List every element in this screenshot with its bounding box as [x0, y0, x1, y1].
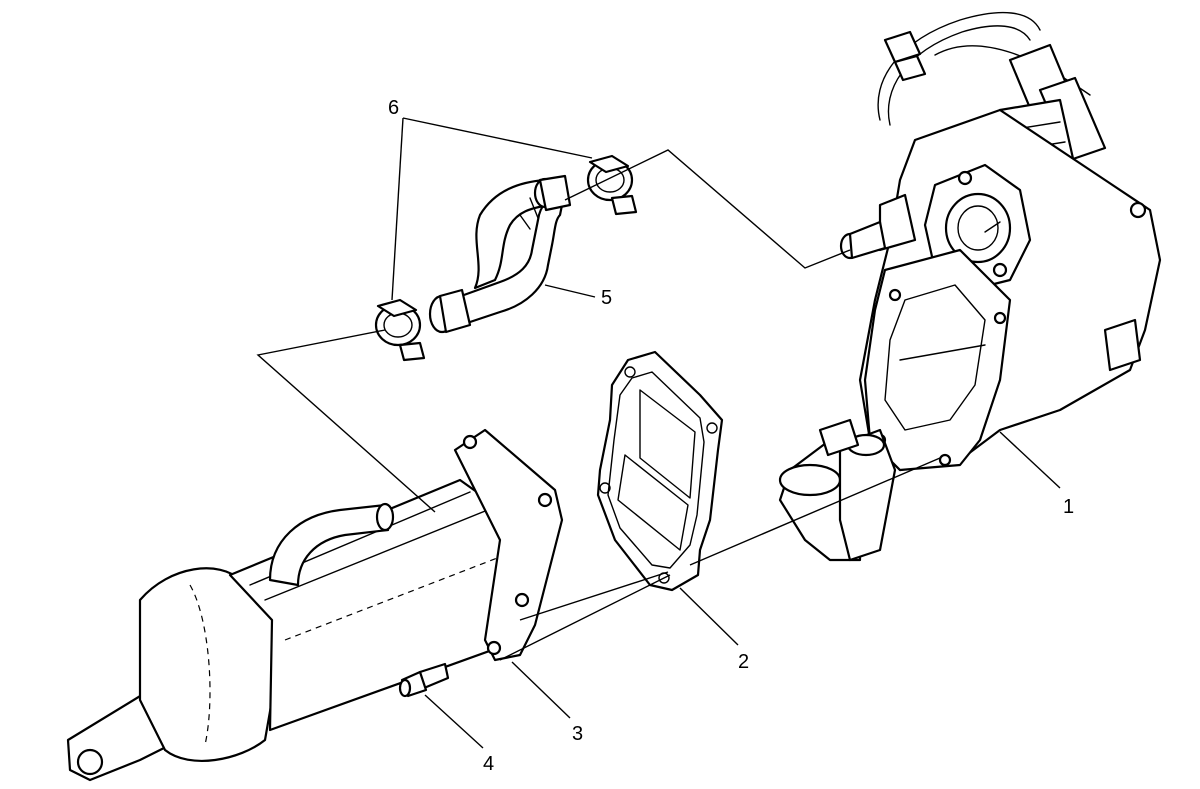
- callout-leaders: [391, 117, 1061, 749]
- hose-clamp-upper: [586, 154, 638, 216]
- alignment-lines: [256, 149, 941, 661]
- cooler-bolt: [398, 662, 450, 698]
- callout-1: 1: [1063, 496, 1074, 518]
- egr-cooler-gasket: [596, 350, 724, 592]
- egr-cooler: [66, 428, 564, 782]
- egr-valve-assembly: [778, 11, 1162, 562]
- callout-5: 5: [601, 287, 612, 309]
- callout-3: 3: [572, 723, 583, 745]
- callout-6: 6: [388, 97, 399, 119]
- callout-4: 4: [483, 753, 494, 775]
- callout-2: 2: [738, 651, 749, 673]
- coolant-hose: [428, 174, 572, 334]
- hose-clamp-lower: [374, 298, 426, 362]
